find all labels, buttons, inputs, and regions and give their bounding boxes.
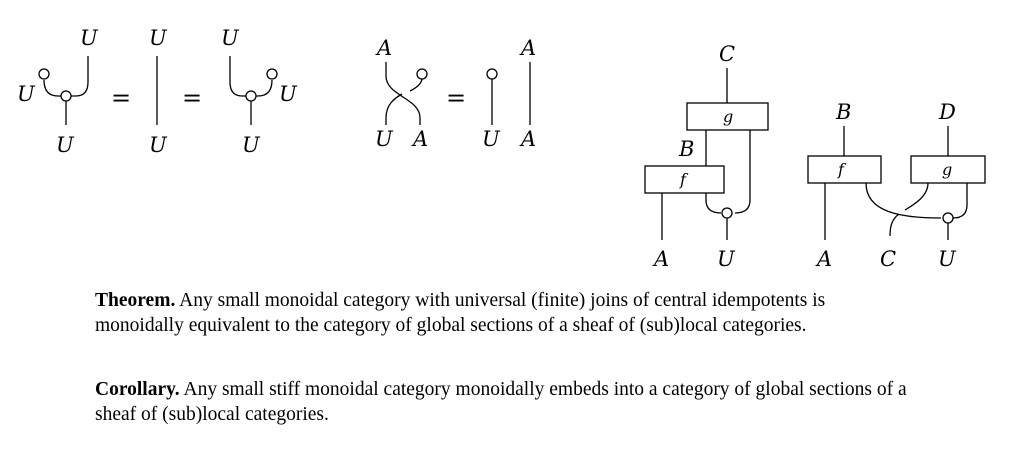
- label-left-side: U: [17, 82, 36, 106]
- label-a-top-right: A: [519, 36, 536, 60]
- label-bottom-mid: U: [149, 133, 168, 157]
- label-top-left: U: [80, 26, 99, 50]
- equals-sign-3: =: [446, 84, 466, 112]
- equals-sign-1: =: [111, 84, 131, 112]
- label-a-rhs-bottom: A: [519, 127, 536, 151]
- label-bottom-left: U: [56, 133, 75, 157]
- label-top-mid: U: [149, 26, 168, 50]
- label-b-top: B: [835, 100, 851, 124]
- label-u-bottom-3: U: [717, 247, 736, 271]
- box-g-right-label: g: [942, 160, 952, 179]
- corollary-paragraph: Corollary. Any small stiff monoidal cate…: [95, 377, 915, 427]
- label-b-mid: B: [678, 137, 694, 161]
- composite-diagram-left: g f C B A U: [644, 42, 769, 271]
- box-g-left: [686, 102, 769, 131]
- crossing-diagram: A U A = A U A: [375, 36, 536, 151]
- label-c-bottom-4: C: [880, 247, 896, 271]
- string-diagrams-figure: U U U = U U = U U U A U A = A U A: [17, 26, 986, 271]
- corollary-body: Any small stiff monoidal category monoid…: [95, 379, 907, 425]
- theorem-body: Any small monoidal category with univers…: [95, 290, 826, 336]
- box-f-left-label: f: [679, 170, 689, 189]
- theorem-paragraph: Theorem. Any small monoidal category wit…: [95, 288, 915, 338]
- box-f-right: [807, 155, 882, 184]
- label-bottom-right: U: [242, 133, 261, 157]
- label-u-rhs-bottom: U: [482, 127, 501, 151]
- equals-sign-2: =: [182, 84, 202, 112]
- label-c-top: C: [719, 42, 735, 66]
- label-a-bottom-4: A: [815, 247, 832, 271]
- box-g-right: [910, 155, 986, 184]
- label-right-side: U: [279, 82, 298, 106]
- box-g-left-label: g: [723, 107, 733, 126]
- theorem-heading: Theorem.: [95, 290, 176, 311]
- label-top-right: U: [221, 26, 240, 50]
- unit-law-diagram: U U U = U U = U U U: [17, 26, 298, 157]
- corollary-heading: Corollary.: [95, 379, 180, 400]
- box-f-right-label: f: [837, 160, 847, 179]
- label-u-bottom-4: U: [938, 247, 957, 271]
- label-a-top-left: A: [375, 36, 392, 60]
- composite-diagram-right: f g B D A C U: [807, 100, 986, 271]
- label-u-bottom: U: [375, 127, 394, 151]
- box-f-left: [644, 165, 725, 194]
- label-a-bottom-3: A: [652, 247, 669, 271]
- label-a-bottom: A: [411, 127, 428, 151]
- label-d-top: D: [938, 100, 956, 124]
